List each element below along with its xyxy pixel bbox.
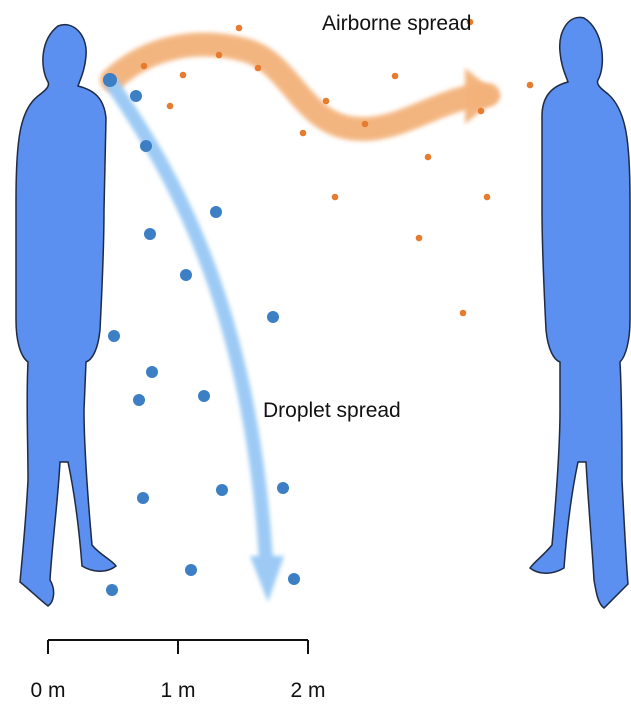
airborne-particle-13: [425, 154, 432, 161]
droplet-particles: [103, 73, 300, 596]
airborne-particle-3: [141, 63, 148, 70]
airborne-particle-16: [416, 235, 423, 242]
droplet-particle-4: [144, 228, 156, 240]
airborne-spread-arrow: [112, 45, 500, 129]
droplet-particle-2: [140, 140, 152, 152]
airborne-particle-5: [216, 52, 223, 59]
droplet-particle-5: [180, 269, 192, 281]
distance-scale: 0 m 1 m 2 m: [30, 640, 325, 702]
droplet-particle-9: [133, 394, 145, 406]
droplet-particle-1: [130, 90, 142, 102]
airborne-particle-4: [180, 72, 187, 79]
airborne-particle-8: [167, 103, 174, 110]
droplet-particle-16: [288, 573, 300, 585]
droplet-particle-3: [210, 206, 222, 218]
droplet-particle-14: [106, 584, 118, 596]
droplet-spread-arrow: [112, 84, 284, 602]
airborne-particle-18: [527, 82, 534, 89]
droplet-particle-15: [185, 564, 197, 576]
airborne-spread-label: Airborne spread: [322, 12, 471, 35]
airborne-particle-6: [255, 65, 262, 72]
droplet-particle-13: [277, 482, 289, 494]
airborne-particle-11: [362, 121, 369, 128]
airborne-particle-10: [478, 108, 485, 115]
airborne-particle-7: [392, 73, 399, 80]
airborne-particle-15: [484, 194, 491, 201]
scale-label-2: 2 m: [290, 679, 325, 702]
droplet-particle-8: [146, 366, 158, 378]
airborne-particle-9: [323, 98, 330, 105]
droplet-particle-6: [267, 311, 279, 323]
airborne-particle-14: [332, 194, 339, 201]
left-person-silhouette: [16, 25, 116, 606]
airborne-particles: [141, 19, 534, 317]
droplet-particle-12: [216, 484, 228, 496]
airborne-particle-1: [236, 25, 243, 32]
droplet-particle-10: [198, 390, 210, 402]
airborne-particle-12: [300, 130, 307, 137]
droplet-spread-label: Droplet spread: [263, 399, 401, 422]
droplet-particle-7: [108, 330, 120, 342]
scale-label-1: 1 m: [160, 679, 195, 702]
source-droplet: [103, 73, 117, 87]
scale-label-0: 0 m: [30, 679, 65, 702]
airborne-particle-17: [460, 310, 467, 317]
right-person-silhouette: [530, 17, 630, 608]
droplet-particle-11: [137, 492, 149, 504]
